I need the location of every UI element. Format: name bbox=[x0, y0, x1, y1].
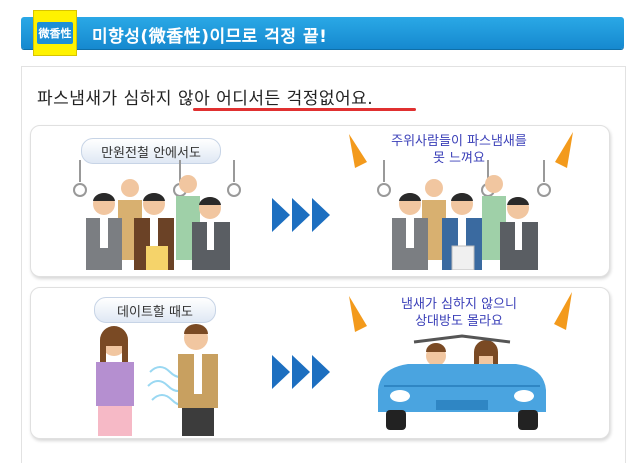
train-scene-left bbox=[73, 160, 241, 270]
panel-date-callout-line1: 냄새가 심하지 않으니 bbox=[401, 297, 517, 312]
panel-date-label: 데이트할 때도 bbox=[94, 297, 216, 323]
panel-date-callout-line2: 상대방도 몰라요 bbox=[415, 314, 503, 329]
orange-spike-icon bbox=[349, 134, 367, 168]
panel-train-label: 만원전철 안에서도 bbox=[81, 138, 221, 164]
panel-train-callout: 주위사람들이 파스냄새를 못 느껴요 bbox=[370, 133, 548, 167]
panel-train-callout-line1: 주위사람들이 파스냄새를 bbox=[391, 134, 527, 149]
header-bar bbox=[21, 17, 624, 49]
intro-underline bbox=[193, 108, 416, 111]
intro-text: 파스냄새가 심하지 않아 어디서든 걱정없어요. bbox=[37, 89, 374, 109]
triple-chevron-right-icon bbox=[272, 355, 330, 389]
orange-spike-icon bbox=[555, 132, 573, 168]
header-badge-label: 微香性 bbox=[37, 22, 73, 44]
car-illustration bbox=[378, 334, 546, 430]
triple-chevron-right-icon bbox=[272, 198, 330, 232]
header-title: 미향성(微香性)이므로 걱정 끝! bbox=[92, 27, 328, 47]
header-badge: 微香性 bbox=[33, 10, 77, 56]
orange-spike-icon bbox=[349, 296, 367, 332]
train-scene-right bbox=[377, 160, 551, 270]
panel-train-callout-line2: 못 느껴요 bbox=[433, 151, 485, 166]
panel-date-callout: 냄새가 심하지 않으니 상대방도 몰라요 bbox=[370, 296, 548, 330]
orange-spike-icon bbox=[554, 292, 572, 330]
date-scene-left bbox=[96, 324, 218, 436]
